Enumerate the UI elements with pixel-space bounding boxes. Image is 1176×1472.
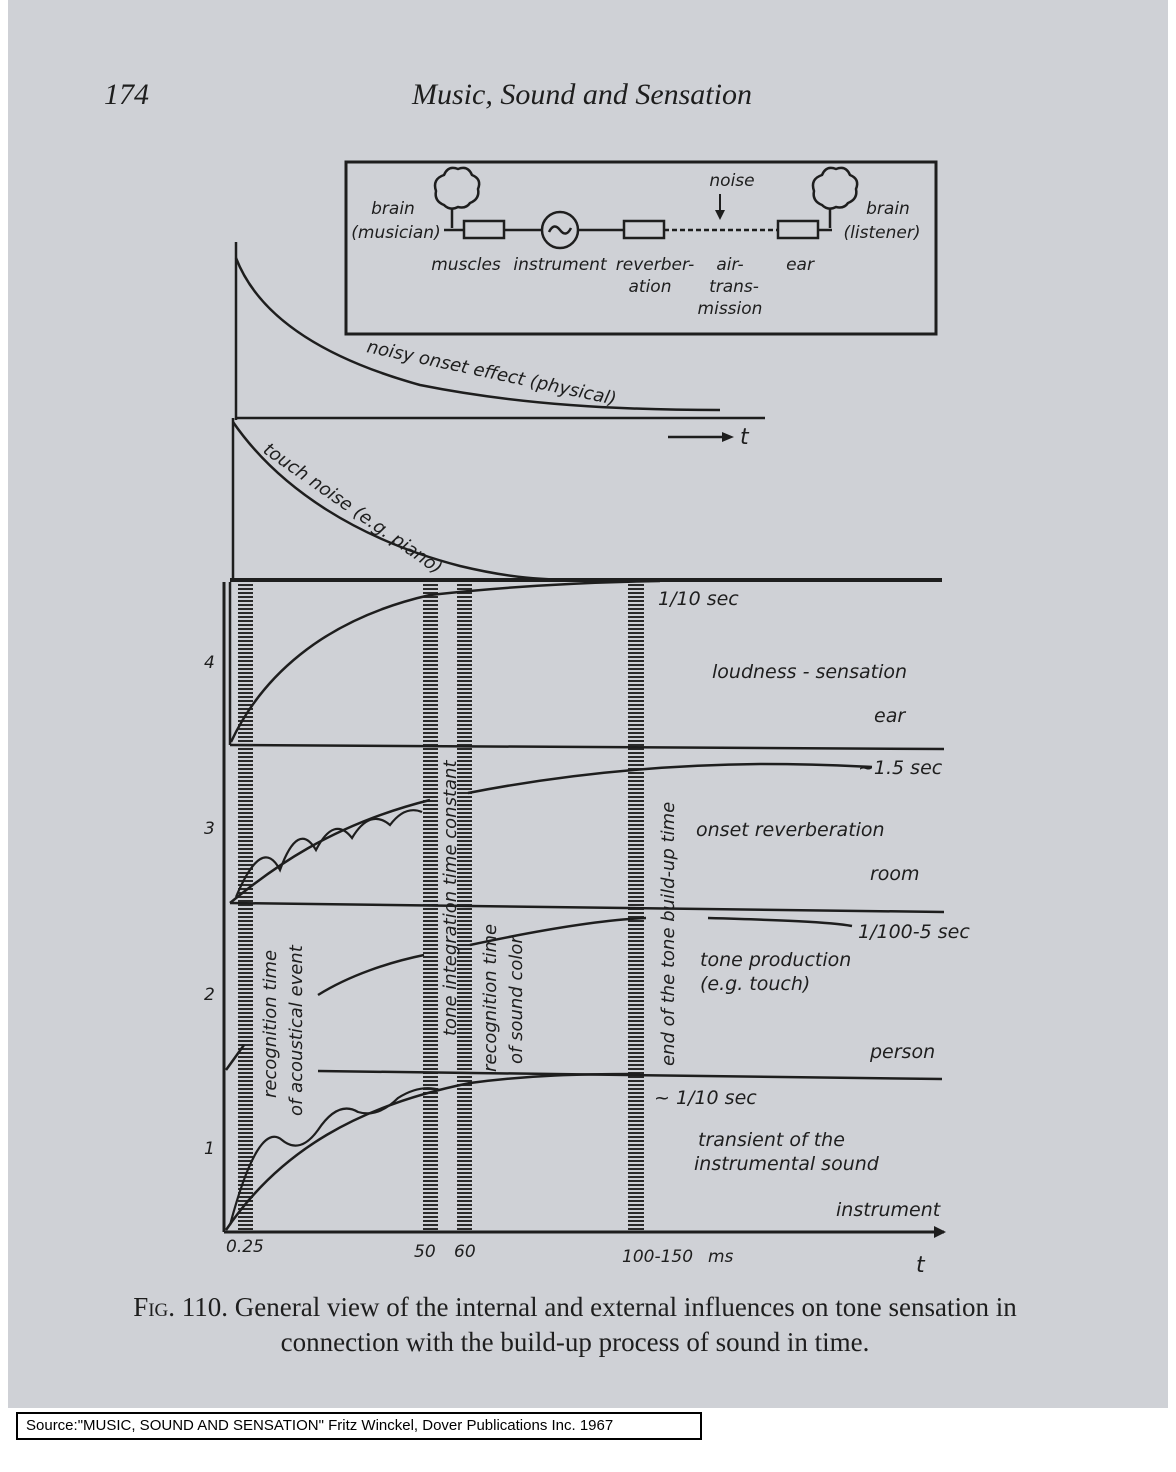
reverberation-label: reverber- bbox=[616, 255, 694, 275]
tone-integration-label: tone integration time constant bbox=[440, 760, 461, 1036]
onset-reverb-smooth-curve bbox=[229, 798, 431, 904]
hundredth-five-sec-label: 1/100-5 sec bbox=[858, 921, 970, 943]
signal-chain-box: brain (musician) brain (listener) noise … bbox=[344, 160, 938, 336]
air-label: air- bbox=[716, 255, 743, 275]
onset-reverb-wavy-curve bbox=[234, 809, 423, 898]
tone-production-tail bbox=[707, 916, 853, 928]
x-tick-60: 60 bbox=[454, 1242, 476, 1262]
figure-caption: Fig. 110. General view of the internal a… bbox=[110, 1290, 1040, 1360]
buildup-chart: loudness - sensation ear onset reverbera… bbox=[204, 578, 970, 1278]
reverberation-block bbox=[622, 219, 666, 240]
transient-label: transient of the bbox=[698, 1129, 845, 1151]
muscles-label: muscles bbox=[431, 255, 501, 275]
transient-label-2: instrumental sound bbox=[694, 1153, 880, 1175]
touch-noise-label: touch noise (e.g. piano) bbox=[259, 439, 446, 579]
recognition-acoustical-label: recognition time bbox=[260, 950, 281, 1098]
mission-label: mission bbox=[698, 299, 763, 319]
noisy-onset-label: noisy onset effect (physical) bbox=[365, 336, 618, 409]
person-band-label: person bbox=[869, 1041, 935, 1063]
column-recognition-acoustical bbox=[238, 584, 253, 1232]
y-tick-3: 3 bbox=[204, 819, 215, 839]
tenth-sec-bottom-label: ~ 1/10 sec bbox=[654, 1087, 757, 1109]
one-five-sec-label: ~1.5 sec bbox=[858, 757, 943, 779]
physical-noise-panel: noisy onset effect (physical) t touch no… bbox=[231, 242, 765, 583]
tone-production-early bbox=[224, 1044, 246, 1071]
x-tick-100-150: 100-150 bbox=[622, 1247, 693, 1267]
muscles-block bbox=[462, 219, 506, 240]
t-arrow: t bbox=[668, 425, 750, 450]
instrument-oscillator-icon bbox=[540, 210, 580, 250]
transient-smooth-curve bbox=[224, 1072, 641, 1231]
running-head: Music, Sound and Sensation bbox=[412, 78, 752, 111]
ear-block bbox=[776, 219, 820, 240]
noise-arrow-icon bbox=[715, 194, 725, 220]
tone-production-mid bbox=[317, 953, 425, 997]
figure-caption-label: Fig. 110. bbox=[133, 1292, 229, 1322]
noisy-onset-curve bbox=[234, 257, 721, 412]
brain-listener-icon bbox=[811, 166, 859, 228]
tone-production-late bbox=[469, 916, 647, 947]
reverberation-label-2: ation bbox=[629, 277, 672, 297]
y-tick-2: 2 bbox=[204, 985, 215, 1005]
book-page: 174 Music, Sound and Sensation bbox=[8, 0, 1168, 1408]
y-tick-4: 4 bbox=[204, 653, 215, 673]
ear-block-label: ear bbox=[786, 255, 815, 275]
y-tick-1: 1 bbox=[204, 1139, 215, 1159]
brain-musician-label-2: (musician) bbox=[351, 223, 440, 243]
page-number: 174 bbox=[104, 78, 149, 111]
recognition-color-label-2: of sound color bbox=[506, 935, 527, 1064]
x-axis-label: t bbox=[916, 1253, 926, 1278]
onset-reverb-label: onset reverberation bbox=[696, 819, 885, 841]
x-tick-025: 0.25 bbox=[226, 1237, 264, 1257]
figure-110-diagram: brain (musician) brain (listener) noise … bbox=[204, 160, 970, 1278]
column-tone-integration bbox=[423, 584, 438, 1232]
onset-reverb-late-curve bbox=[467, 762, 873, 795]
instrument-label: instrument bbox=[513, 255, 608, 275]
loudness-curve bbox=[229, 579, 661, 743]
source-citation: Source:"MUSIC, SOUND AND SENSATION" Frit… bbox=[16, 1412, 702, 1440]
brain-listener-label-2: (listener) bbox=[844, 223, 921, 243]
loudness-label: loudness - sensation bbox=[712, 661, 907, 683]
room-band-label: room bbox=[870, 863, 920, 885]
brain-musician-label: brain bbox=[371, 199, 415, 219]
trans-label: trans- bbox=[709, 277, 759, 297]
x-tick-ms: ms bbox=[708, 1247, 734, 1267]
tenth-sec-top-label: 1/10 sec bbox=[658, 588, 739, 610]
figure-caption-text: General view of the internal and externa… bbox=[234, 1292, 1017, 1357]
transient-wavy-curve bbox=[228, 1087, 441, 1226]
tone-production-label: tone production bbox=[700, 949, 851, 971]
recognition-acoustical-label-2: of acoustical event bbox=[286, 944, 307, 1116]
x-tick-50: 50 bbox=[414, 1242, 436, 1262]
brain-listener-label: brain bbox=[866, 199, 910, 219]
t-arrow-label: t bbox=[740, 425, 750, 450]
noise-label: noise bbox=[709, 171, 754, 191]
tone-production-label-2: (e.g. touch) bbox=[700, 973, 810, 995]
recognition-color-label: recognition time bbox=[480, 924, 501, 1072]
ear-band-label: ear bbox=[874, 705, 906, 727]
instrument-band-label: instrument bbox=[836, 1199, 942, 1221]
end-buildup-label: end of the tone build-up time bbox=[658, 802, 679, 1066]
brain-musician-icon bbox=[433, 166, 481, 228]
